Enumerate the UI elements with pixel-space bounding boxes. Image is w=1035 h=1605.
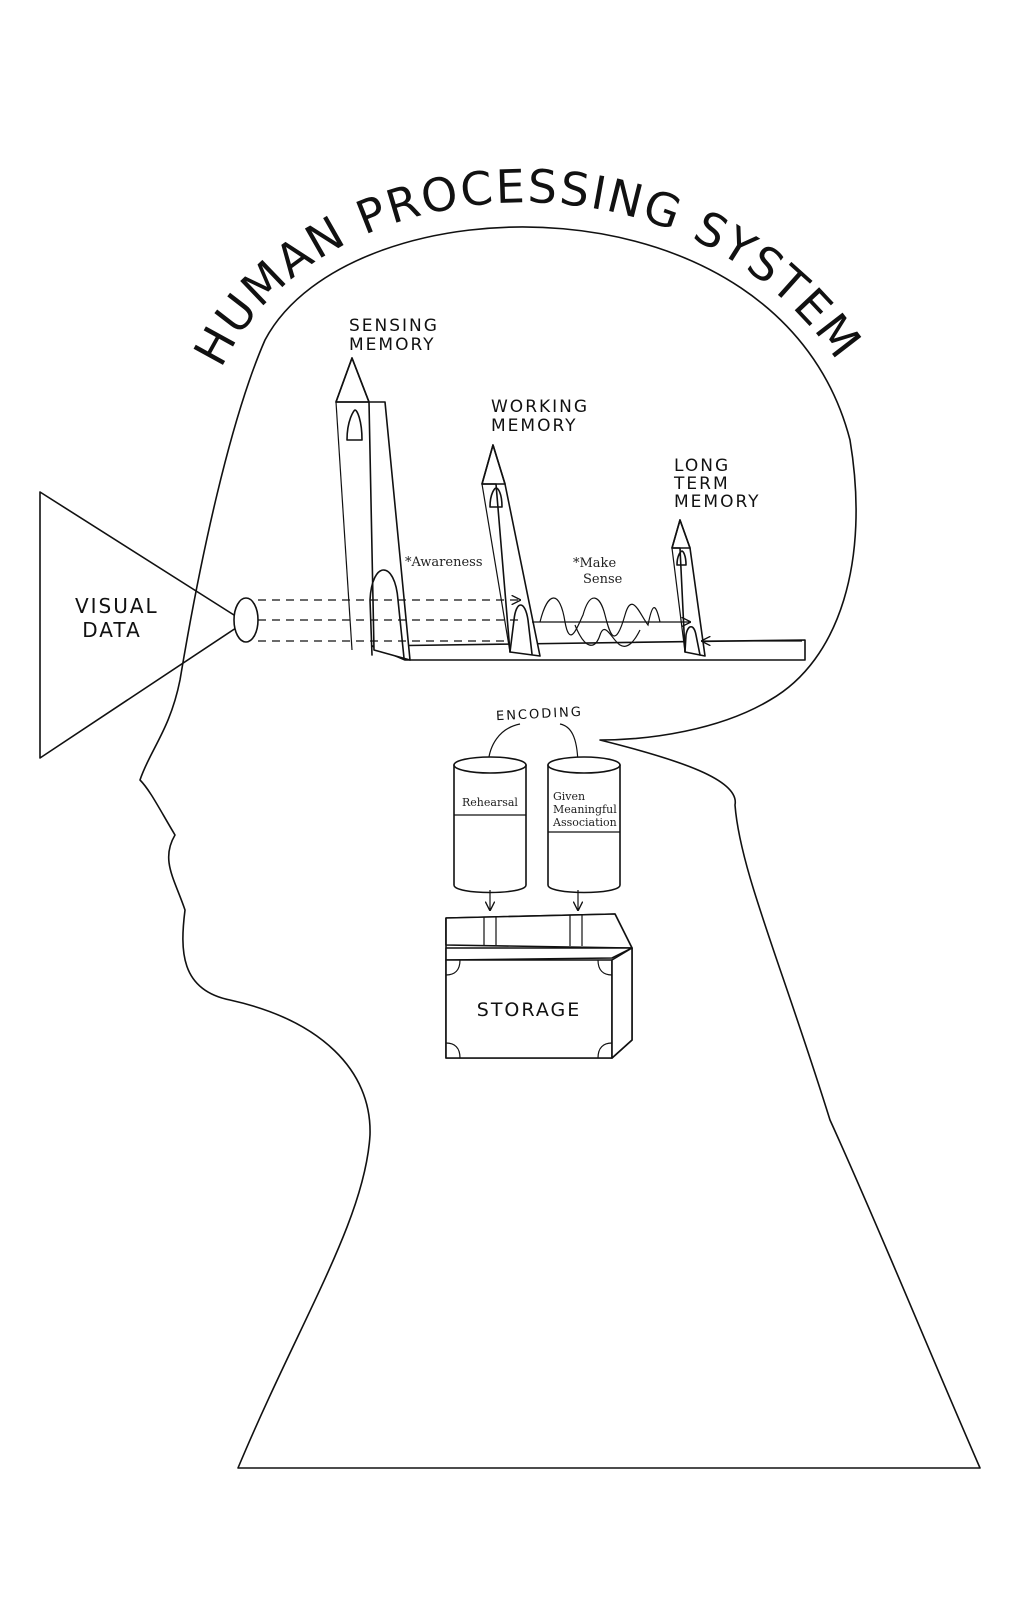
eye-lens bbox=[233, 597, 259, 643]
awareness-note: *Awareness bbox=[405, 555, 483, 570]
long-term-memory-tower bbox=[671, 519, 706, 657]
sensing-memory-label: SENSING MEMORY bbox=[349, 316, 446, 355]
processing-wave bbox=[539, 597, 661, 637]
working-memory-tower bbox=[481, 444, 541, 657]
meaningful-association-label: Given Meaningful Association bbox=[552, 790, 620, 829]
sensing-memory-tower bbox=[335, 357, 411, 661]
visual-data-label: VISUAL DATA bbox=[75, 594, 167, 642]
head-silhouette bbox=[139, 226, 981, 1469]
rehearsal-cylinder bbox=[453, 756, 527, 894]
meaningful-association-cylinder bbox=[547, 756, 621, 894]
storage-label: STORAGE bbox=[477, 999, 581, 1021]
encoding-label: ENCODING bbox=[496, 705, 584, 725]
working-memory-label: WORKING MEMORY bbox=[491, 397, 596, 436]
diagram-title: HUMAN PROCESSING SYSTEM bbox=[183, 159, 873, 374]
rehearsal-label: Rehearsal bbox=[462, 796, 518, 809]
visual-field-cone bbox=[39, 491, 246, 759]
storage-chest bbox=[445, 913, 633, 1059]
long-term-memory-label: LONG TERM MEMORY bbox=[673, 456, 761, 512]
memory-platform bbox=[371, 639, 806, 661]
make-sense-note: *Make Sense bbox=[573, 556, 623, 587]
